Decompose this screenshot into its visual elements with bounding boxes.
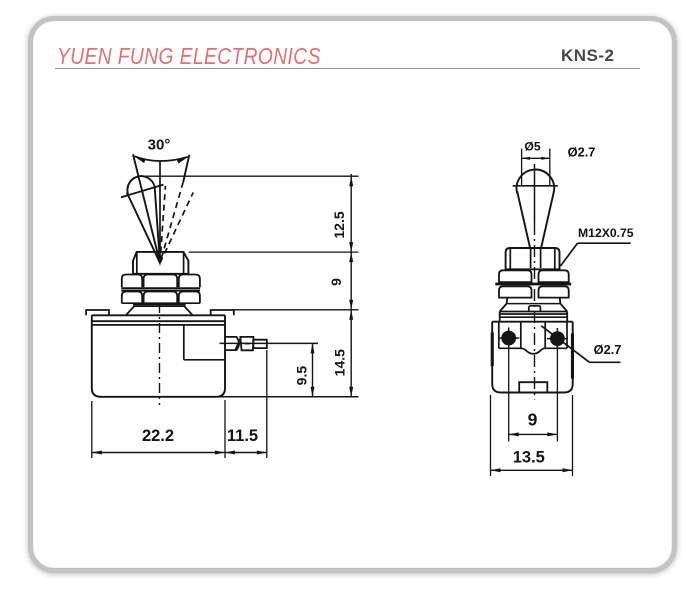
svg-text:11.5: 11.5 [227,427,258,445]
svg-text:30°: 30° [148,137,171,154]
svg-text:9: 9 [528,410,538,430]
svg-text:14.5: 14.5 [331,349,347,376]
svg-text:13.5: 13.5 [513,449,545,467]
svg-text:Ø2.7: Ø2.7 [594,342,622,357]
svg-text:M12X0.75: M12X0.75 [578,226,634,240]
svg-text:12.5: 12.5 [331,211,347,238]
svg-text:22.2: 22.2 [142,427,174,445]
svg-text:9: 9 [328,278,344,286]
svg-text:9.5: 9.5 [294,366,310,386]
svg-text:Ø5: Ø5 [524,140,540,154]
svg-text:Ø2.7: Ø2.7 [568,145,596,160]
